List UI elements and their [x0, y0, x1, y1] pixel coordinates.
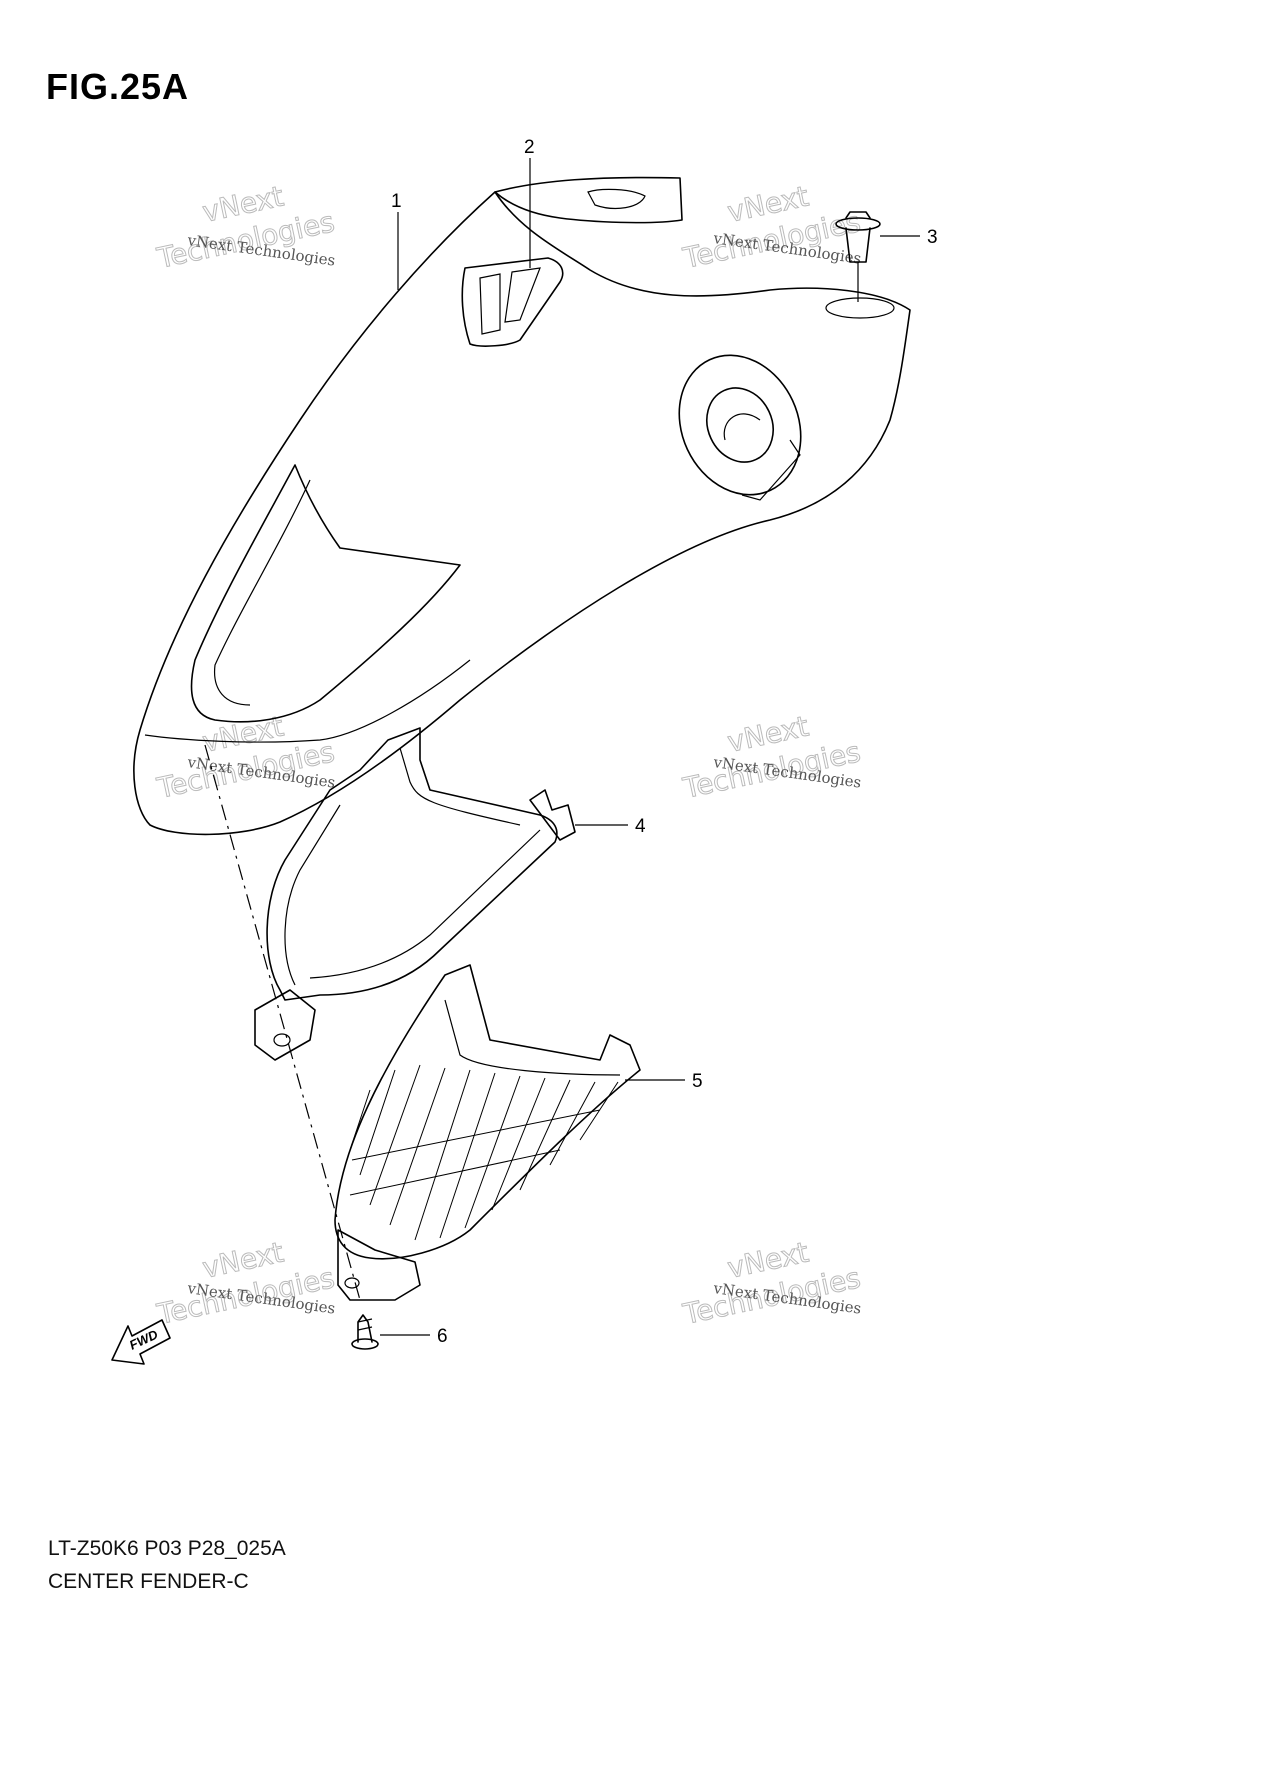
- watermark-mid-left: vNext Technologies vNext Technologies: [153, 709, 338, 805]
- part-4-bracket: 4: [254, 727, 646, 1061]
- part-1-center-fender: [133, 176, 911, 836]
- callout-1: 1: [391, 191, 402, 290]
- figure-title: FIG.25A: [46, 66, 190, 107]
- callout-2: 2: [524, 137, 535, 268]
- fwd-arrow-icon: FWD: [111, 1319, 171, 1365]
- watermark-top-left: vNext Technologies vNext Technologies: [153, 179, 338, 275]
- callout-number: 2: [524, 137, 535, 158]
- callout-number: 4: [635, 816, 646, 837]
- callout-number: 1: [391, 191, 402, 212]
- part-5-lower-tray: 5: [334, 964, 703, 1301]
- watermark-mid-right: vNext Technologies vNext Technologies: [679, 709, 864, 805]
- watermark-bottom-right: vNext Technologies vNext Technologies: [679, 1235, 864, 1331]
- footer-model-code: LT-Z50K6 P03 P28_025A: [48, 1537, 286, 1560]
- callout-number: 3: [927, 227, 938, 248]
- part-3-push-rivet: 3: [835, 211, 938, 302]
- footer-part-name: CENTER FENDER-C: [48, 1570, 249, 1593]
- callout-number: 5: [692, 1071, 703, 1092]
- part-6-screw: 6: [351, 1314, 448, 1350]
- callout-number: 6: [437, 1326, 448, 1347]
- watermark-top-right: vNext Technologies vNext Technologies: [679, 179, 864, 275]
- hatching: [349, 1064, 619, 1241]
- watermark-bottom-left: vNext Technologies vNext Technologies: [153, 1235, 338, 1331]
- alignment-line: [204, 744, 361, 1301]
